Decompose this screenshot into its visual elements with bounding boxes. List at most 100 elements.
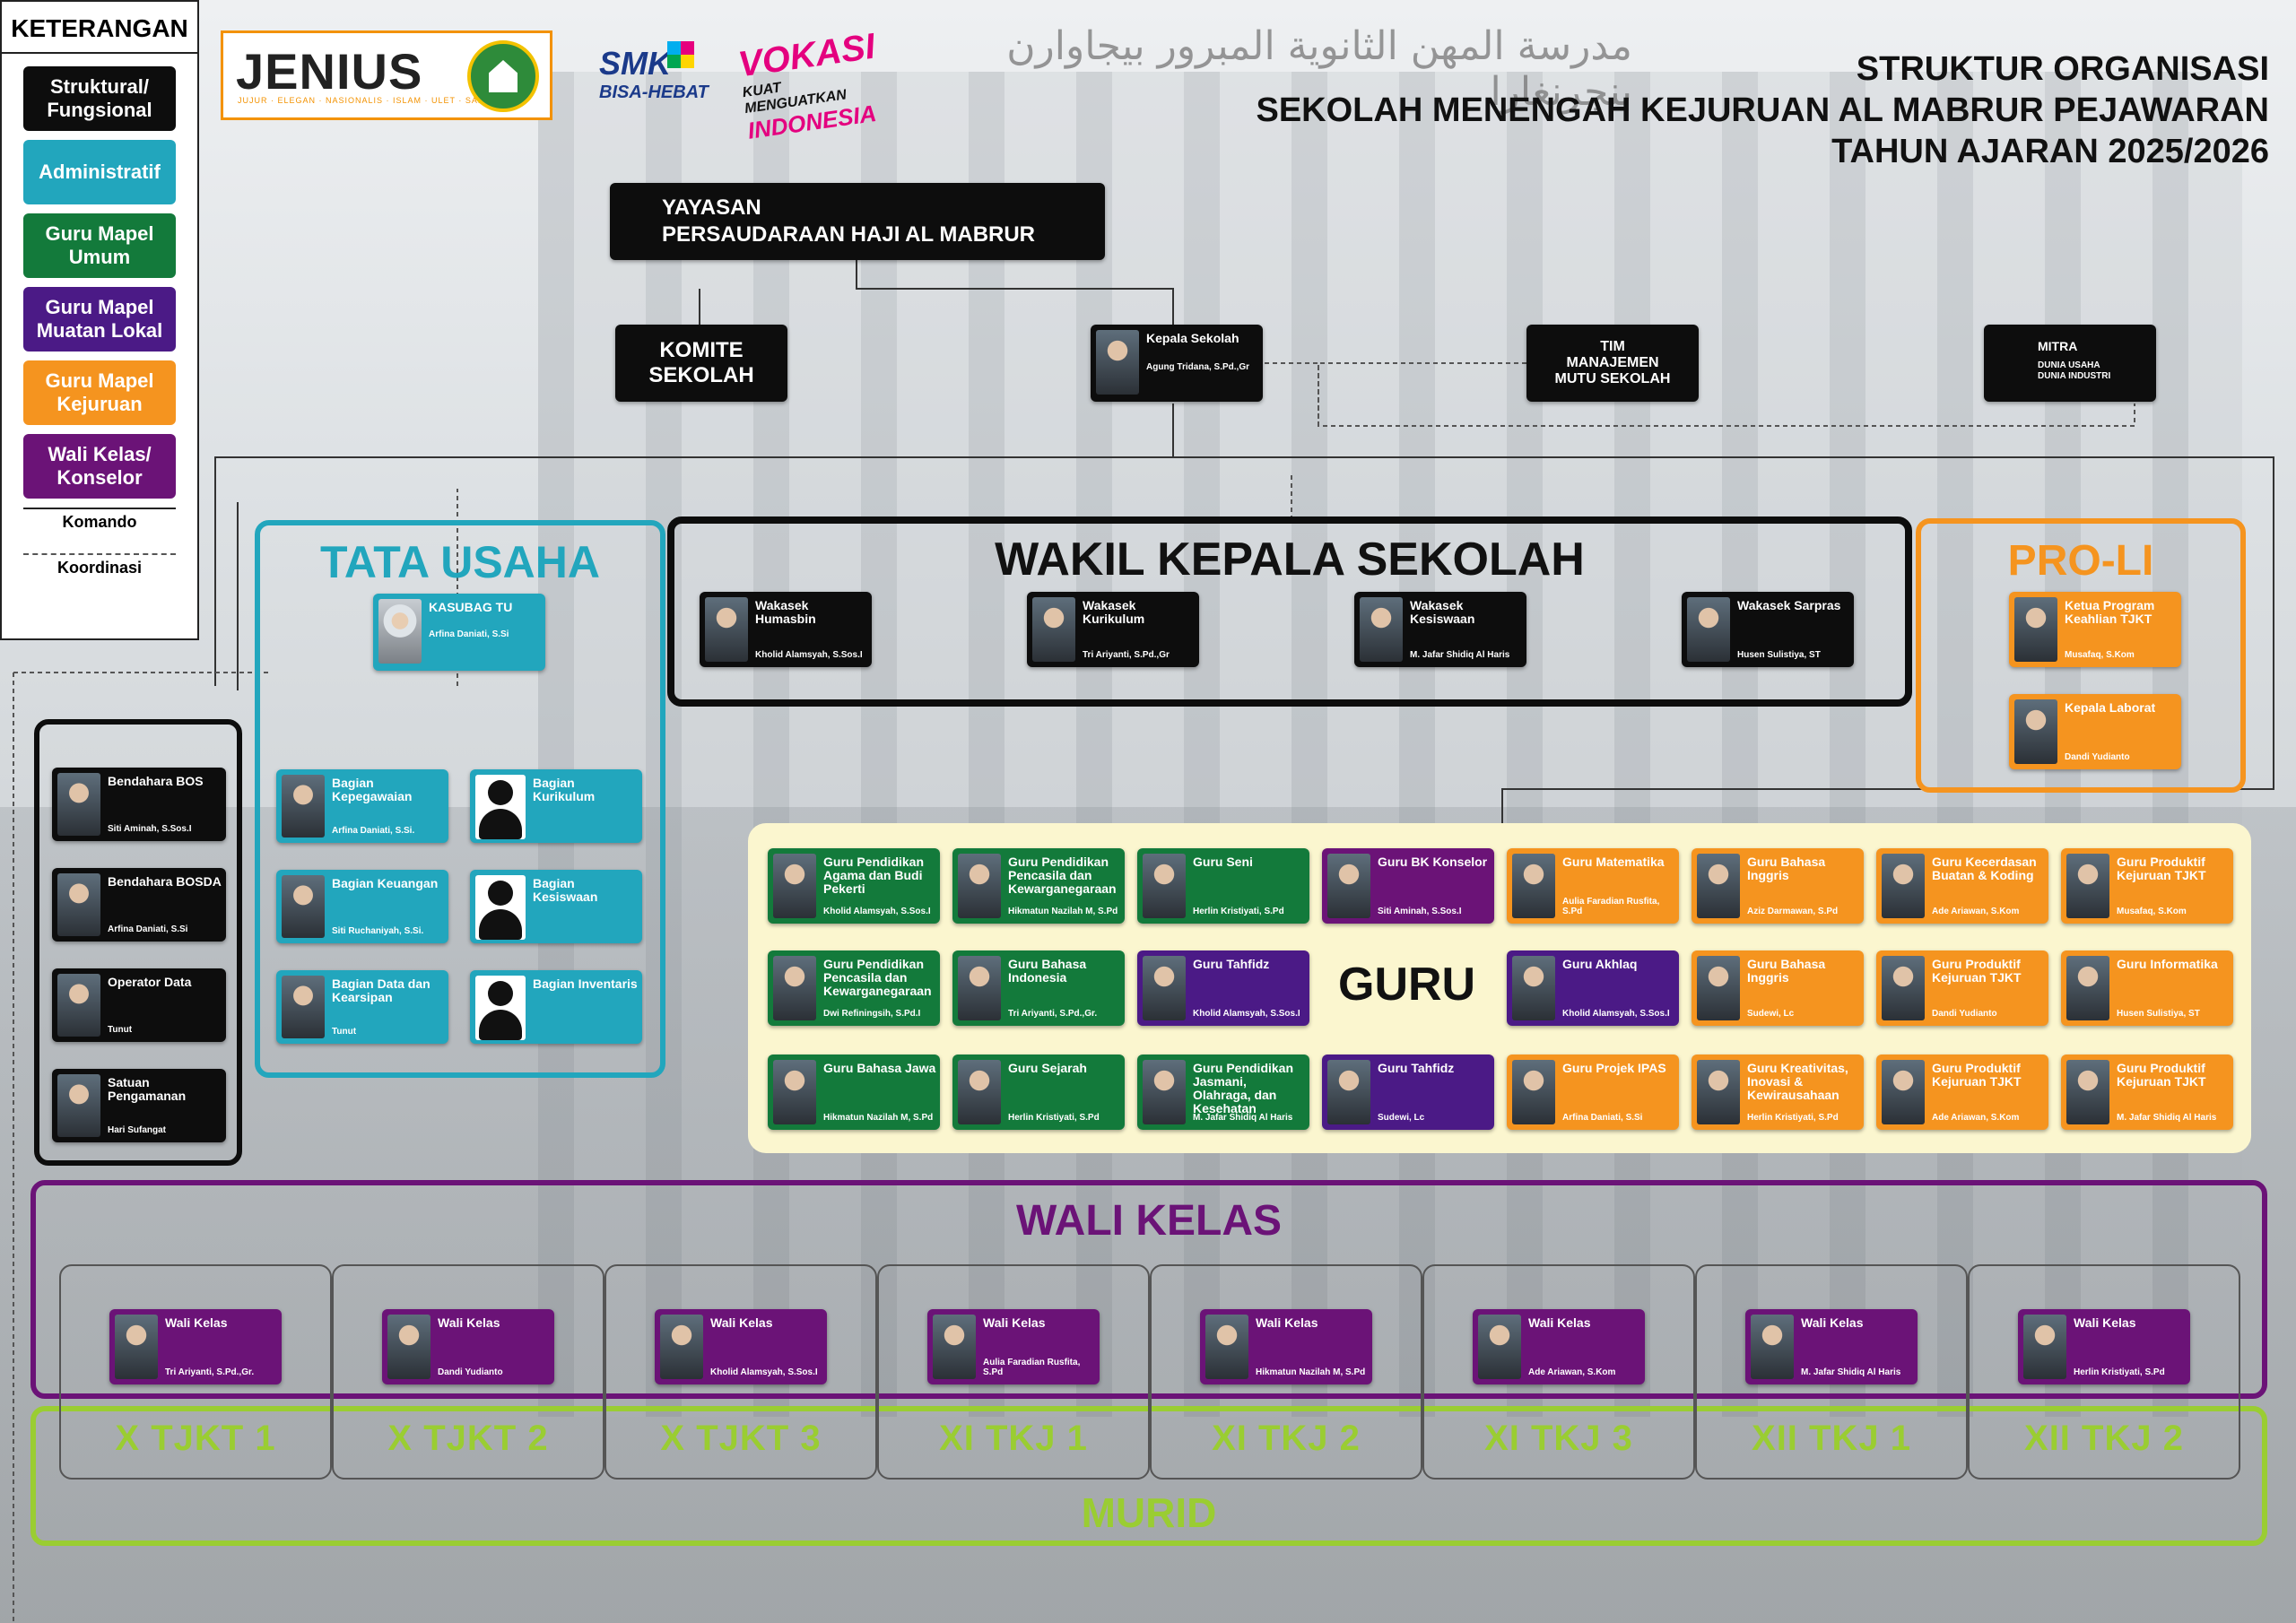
guru-left-1-0-card[interactable]: Guru Pendidikan Pencasila dan Kewarganeg…: [768, 950, 940, 1026]
wakasek-0-photo: [705, 597, 748, 662]
guru-right-1-1-role: Guru Bahasa Inggris: [1747, 957, 1826, 985]
guru-left-2-0-photo: [773, 1060, 816, 1124]
finance-frame: [34, 719, 242, 1166]
guru-left-0-2-name: Herlin Kristiyati, S.Pd: [1193, 907, 1284, 916]
side-0-role: Bendahara BOS: [108, 774, 204, 788]
class-label-6: XII TKJ 1: [1752, 1419, 1911, 1458]
tu-right-1-card[interactable]: Bagian Kesiswaan: [470, 870, 642, 943]
wakasek-2-name: M. Jafar Shidiq Al Haris: [1410, 650, 1510, 660]
guru-right-2-1-card[interactable]: Guru Kreativitas, Inovasi & Kewirausahaa…: [1692, 1055, 1864, 1130]
tu-right-2-card[interactable]: Bagian Inventaris: [470, 970, 642, 1044]
side-2-role: Operator Data: [108, 975, 192, 989]
wali-0-role: Wali Kelas: [165, 1315, 228, 1330]
guru-right-0-3-name: Musafaq, S.Kom: [2117, 907, 2187, 916]
title-line-2: SEKOLAH MENENGAH KEJURUAN AL MABRUR PEJA…: [1256, 91, 2269, 129]
class-cell-1: [332, 1264, 604, 1480]
tu-right-1-role: Bagian Kesiswaan: [533, 876, 598, 904]
kasubag-role: KASUBAG TU: [429, 600, 513, 614]
guru-left-2-2-card[interactable]: Guru Pendidikan Jasmani, Olahraga, dan K…: [1137, 1055, 1309, 1130]
legend-general-teacher: Guru Mapel Umum: [23, 213, 176, 278]
guru-left-2-2-name: M. Jafar Shidiq Al Haris: [1193, 1113, 1293, 1123]
kepsek-box[interactable]: Kepala Sekolah Agung Tridana, S.Pd.,Gr: [1091, 325, 1263, 402]
side-0-photo: [57, 773, 100, 836]
wakasek-0-name: Kholid Alamsyah, S.Sos.I: [755, 650, 863, 660]
komite-box[interactable]: KOMITE SEKOLAH: [615, 325, 787, 402]
guru-left-0-1-card[interactable]: Guru Pendidikan Pencasila dan Kewarganeg…: [952, 848, 1125, 924]
guru-right-0-2-name: Ade Ariawan, S.Kom: [1932, 907, 2020, 916]
class-label-7: XII TKJ 2: [2024, 1419, 2184, 1458]
kasubag-name: Arfina Daniati, S.Si: [429, 629, 509, 639]
guru-left-0-0-name: Kholid Alamsyah, S.Sos.I: [823, 907, 931, 916]
guru-left-0-2-role: Guru Seni: [1193, 855, 1253, 869]
wali-6-photo: [1751, 1315, 1794, 1379]
legend-solid-line: [23, 508, 176, 509]
guru-left-0-3-role: Guru BK Konselor: [1378, 855, 1488, 869]
guru-left-0-3-name: Siti Aminah, S.Sos.I: [1378, 907, 1462, 916]
mitra-box[interactable]: MITRA DUNIA USAHA DUNIA INDUSTRI: [1984, 325, 2156, 402]
kasubag-box[interactable]: KASUBAG TU Arfina Daniati, S.Si: [373, 594, 545, 671]
tu-right-0-card[interactable]: Bagian Kurikulum: [470, 769, 642, 843]
guru-right-0-2-role: Guru Kecerdasan Buatan & Koding: [1932, 855, 2037, 882]
school-seal-icon: [467, 40, 539, 112]
guru-right-0-1-name: Aziz Darmawan, S.Pd: [1747, 907, 1839, 916]
tu-right-0-role: Bagian Kurikulum: [533, 776, 596, 803]
class-cell-7: [1968, 1264, 2240, 1480]
wali-1-role: Wali Kelas: [438, 1315, 500, 1330]
class-cell-3: [877, 1264, 1150, 1480]
guru-right-2-1-role: Guru Kreativitas, Inovasi & Kewirausahaa…: [1747, 1061, 1848, 1102]
vokasi-logo: VOKASI KUAT MENGUATKAN INDONESIA: [735, 27, 880, 144]
class-label-3: XI TKJ 1: [939, 1419, 1088, 1458]
side-1-photo: [57, 873, 100, 936]
guru-left-2-2-photo: [1143, 1060, 1186, 1124]
tim-manajemen-box[interactable]: TIM MANAJEMEN MUTU SEKOLAH: [1526, 325, 1699, 402]
proli-1-role: Kepala Laborat: [2065, 700, 2156, 715]
guru-left-1-2-name: Kholid Alamsyah, S.Sos.I: [1193, 1009, 1300, 1019]
wakasek-1-photo: [1032, 597, 1075, 662]
yayasan-box[interactable]: YAYASAN PERSAUDARAAN HAJI AL MABRUR: [610, 183, 1105, 260]
guru-right-1-1-name: Sudewi, Lc: [1747, 1009, 1795, 1019]
guru-left-2-2-role: Guru Pendidikan Jasmani, Olahraga, dan K…: [1193, 1061, 1294, 1115]
wali-2-name: Kholid Alamsyah, S.Sos.I: [710, 1367, 818, 1377]
legend-homeroom: Wali Kelas/ Konselor: [23, 434, 176, 499]
